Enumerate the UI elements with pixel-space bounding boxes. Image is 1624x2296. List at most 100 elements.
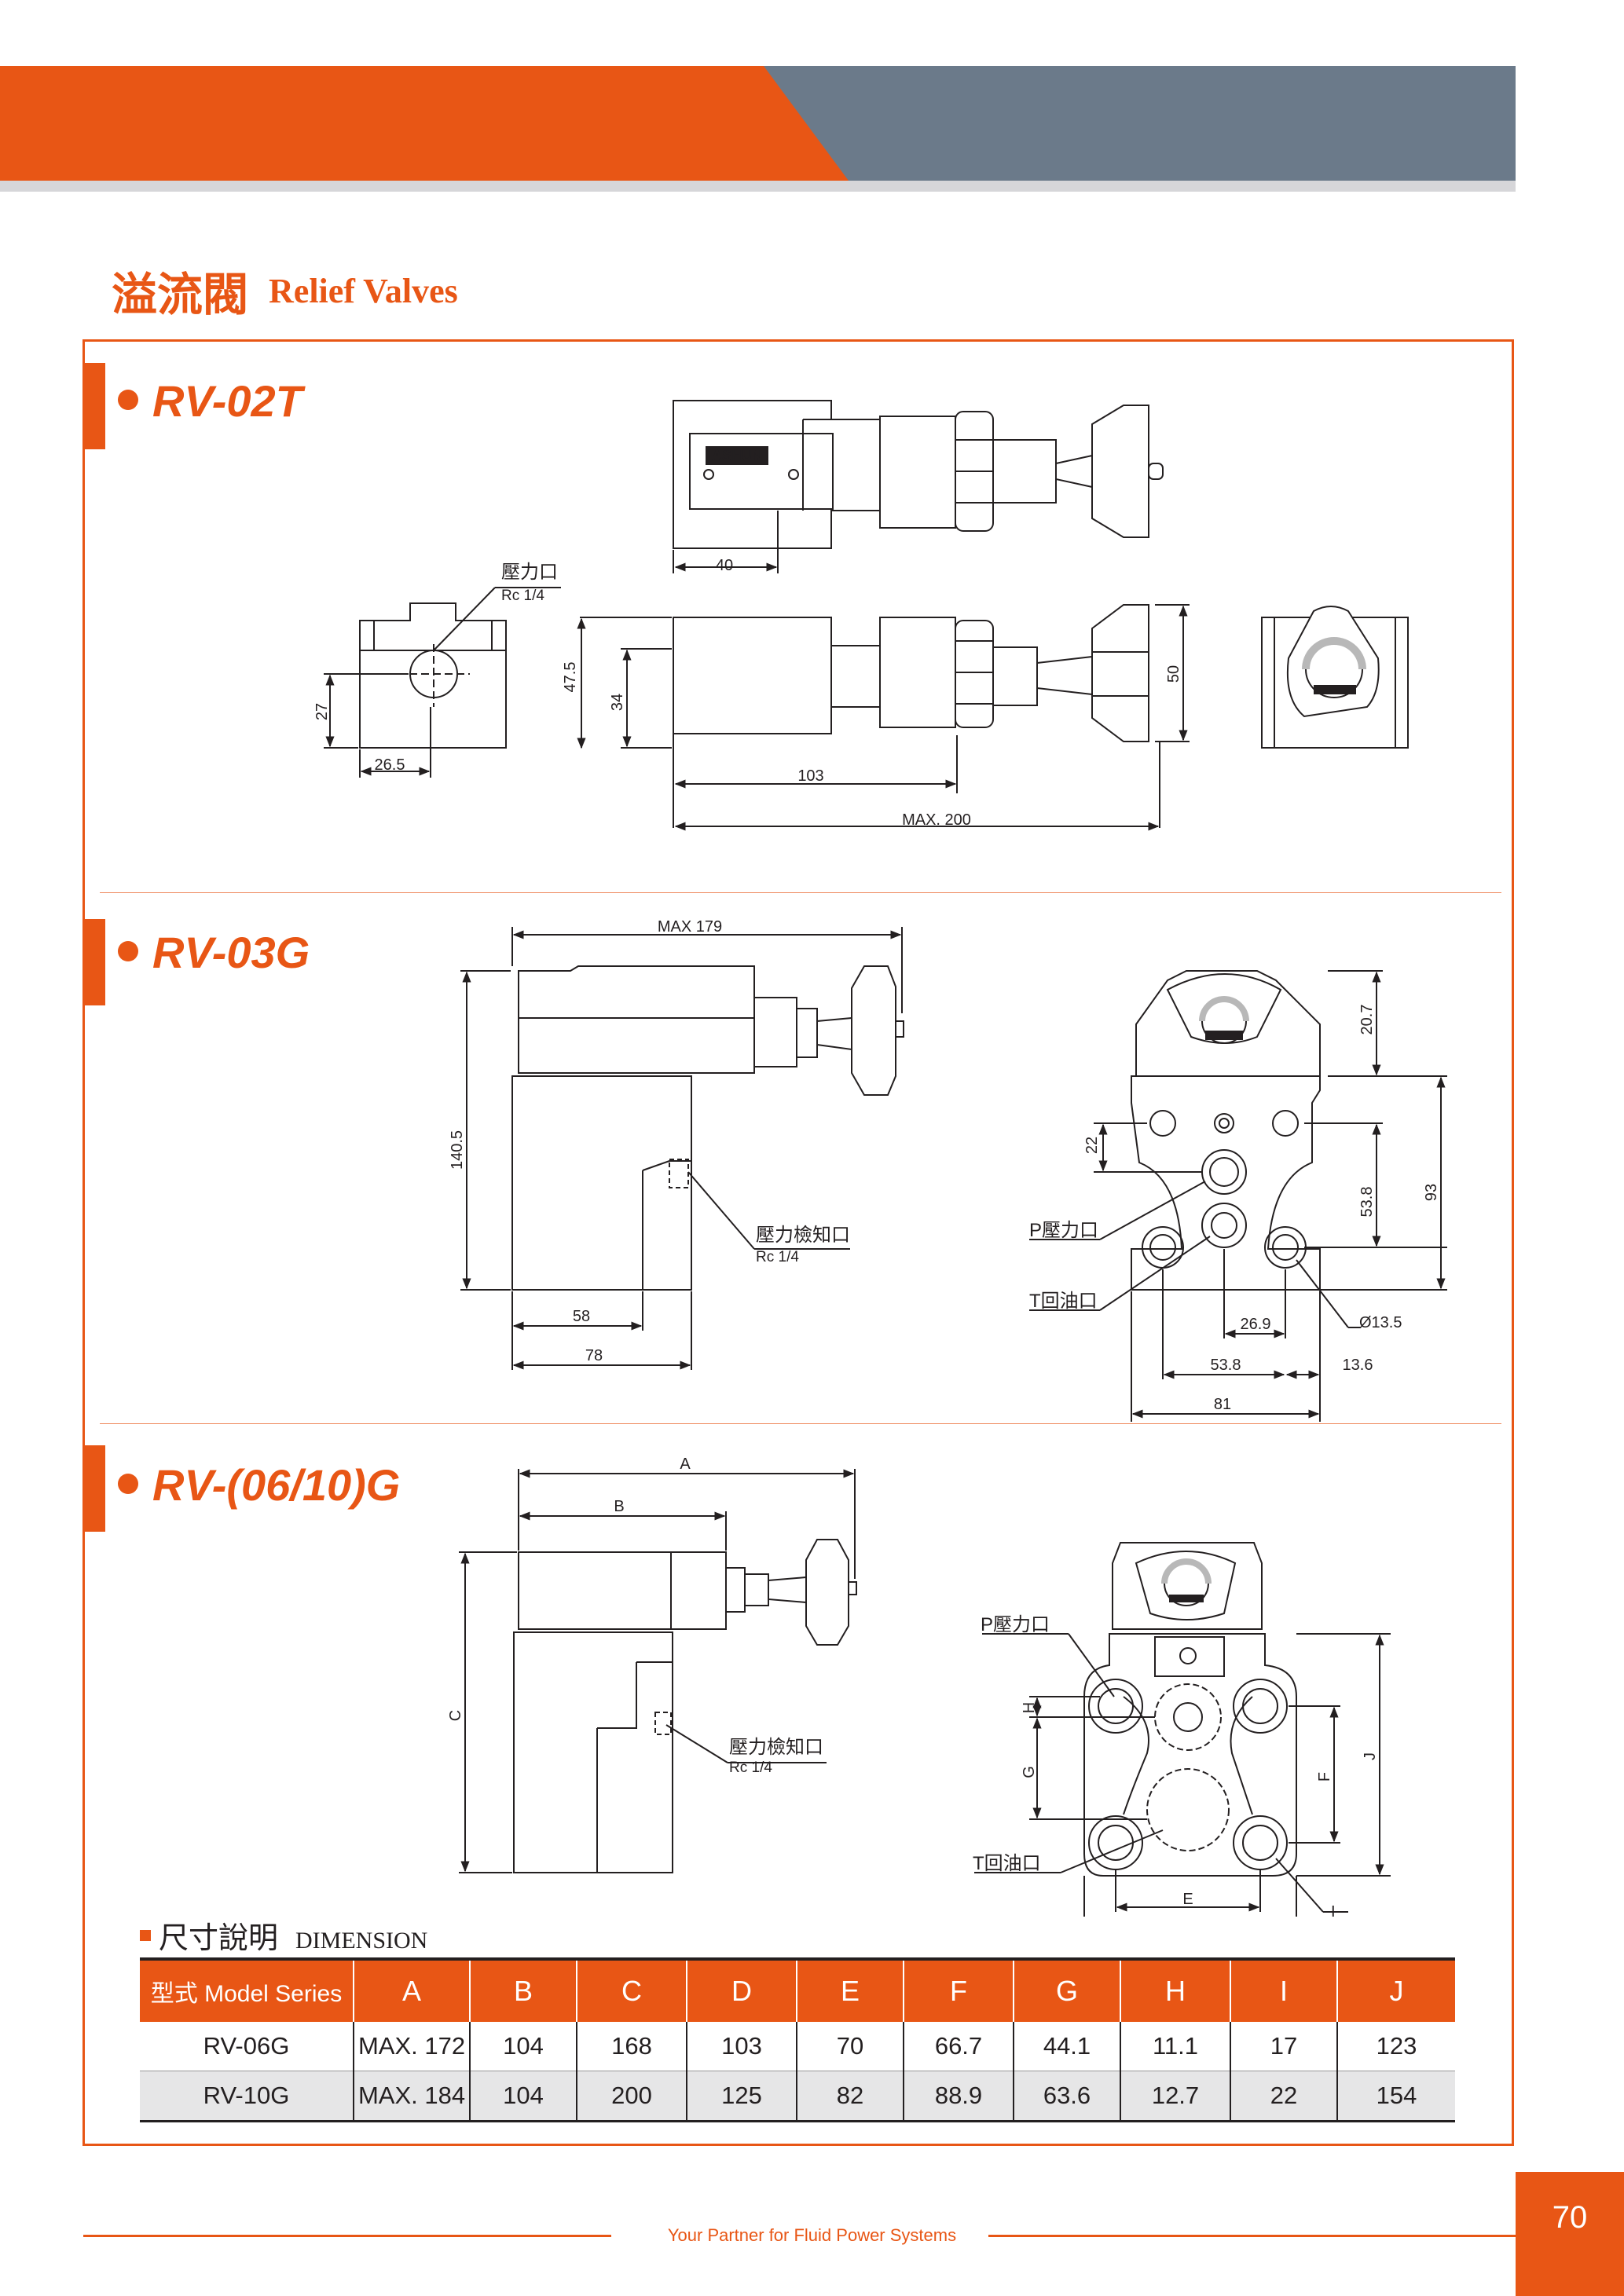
section-tab xyxy=(85,363,105,449)
dim-a: A xyxy=(680,1456,691,1473)
page-title: 溢流閥 Relief Valves xyxy=(112,258,458,324)
section-divider xyxy=(100,892,1501,893)
rv03g-drawing: MAX 179 140.5 58 78 壓力檢知口 Rc 1/4 xyxy=(449,918,1447,1422)
page-title-zh: 溢流閥 xyxy=(112,268,249,321)
dim-f: F xyxy=(1316,1772,1333,1782)
front-view-logo xyxy=(1205,1031,1243,1040)
footer-line-right xyxy=(988,2235,1516,2237)
logo-text: ASHUN xyxy=(712,448,762,463)
table-row: RV-10G MAX. 184 104 200 125 82 88.9 63.6… xyxy=(140,2071,1455,2122)
dim-53-8-vertical: 53.8 xyxy=(1358,1187,1376,1218)
page-title-en: Relief Valves xyxy=(269,271,458,310)
dim-26-5: 26.5 xyxy=(375,756,405,774)
rv02t-front-view xyxy=(577,604,1190,831)
bullet-icon xyxy=(118,390,138,411)
header-en: Model Series xyxy=(204,1981,343,2007)
t-port-label: T回油口 xyxy=(1029,1291,1098,1312)
table-cell: 22 xyxy=(1230,2071,1337,2122)
table-cell: 70 xyxy=(796,2022,904,2071)
page-number: 70 xyxy=(1516,2172,1624,2296)
header-band-gray xyxy=(764,66,1516,181)
bullet-icon xyxy=(118,1474,138,1495)
rv0610g-drawing: A B C 壓力檢知口 Rc 1/4 H G F J xyxy=(447,1456,1391,1917)
table-cell: 104 xyxy=(469,2071,577,2122)
section-divider xyxy=(100,1423,1501,1424)
dim-50: 50 xyxy=(1165,665,1182,683)
dimension-table: 型式 Model Series A B C D E F G H I J RV-0… xyxy=(140,1957,1455,2122)
header-col: D xyxy=(686,1957,797,2022)
header-col: C xyxy=(576,1957,687,2022)
dimension-title-en: DIMENSION xyxy=(295,1928,428,1954)
dim-78: 78 xyxy=(585,1347,603,1364)
dimension-title-zh: 尺寸說明 xyxy=(159,1921,279,1955)
table-cell: 200 xyxy=(576,2071,687,2122)
dim-22: 22 xyxy=(1083,1137,1101,1154)
t-port-label: T回油口 xyxy=(973,1853,1041,1874)
end-view-logo xyxy=(1314,685,1356,694)
rv02t-top-logo: ASHUN xyxy=(703,446,799,480)
header-col: I xyxy=(1230,1957,1337,2022)
rv0610g-side-view xyxy=(459,1469,857,1873)
rv03g-side-view xyxy=(460,927,904,1370)
table-cell: 125 xyxy=(686,2071,797,2122)
gauge-port-size: Rc 1/4 xyxy=(729,1760,772,1776)
table-cell: 123 xyxy=(1336,2022,1455,2071)
rv02t-top-view xyxy=(673,400,1164,573)
section-title-rv03g: RV-03G xyxy=(118,927,310,978)
table-cell: MAX. 172 xyxy=(353,2022,470,2071)
dim-g: G xyxy=(1021,1766,1038,1778)
dim-34: 34 xyxy=(609,694,626,711)
model-name: RV-02T xyxy=(152,376,302,426)
dim-20-7: 20.7 xyxy=(1358,1005,1376,1035)
header-col: G xyxy=(1013,1957,1120,2022)
section-title-rv02t: RV-02T xyxy=(118,375,302,427)
header-col: E xyxy=(796,1957,904,2022)
dim-diameter-13-5: Ø13.5 xyxy=(1359,1314,1402,1331)
pressure-port-label: 壓力口 xyxy=(501,562,558,583)
table-cell: 17 xyxy=(1230,2022,1337,2071)
dim-i: I xyxy=(1331,1903,1336,1917)
dim-81: 81 xyxy=(1214,1396,1231,1413)
dim-47-5: 47.5 xyxy=(562,662,579,693)
p-port-label: P壓力口 xyxy=(1029,1220,1098,1241)
dim-max-179: MAX 179 xyxy=(658,918,722,936)
section-title-rv0610g: RV-(06/10)G xyxy=(118,1459,400,1511)
dim-103: 103 xyxy=(797,767,823,785)
pressure-port-size: Rc 1/4 xyxy=(501,588,544,604)
table-cell: 82 xyxy=(796,2071,904,2122)
front-view-logo xyxy=(1169,1595,1204,1602)
dim-53-8-horizontal: 53.8 xyxy=(1211,1357,1241,1374)
table-cell: 63.6 xyxy=(1013,2071,1120,2122)
gauge-port-label: 壓力檢知口 xyxy=(729,1737,823,1758)
table-cell: 154 xyxy=(1336,2071,1455,2122)
table-cell: 11.1 xyxy=(1120,2022,1230,2071)
content-frame xyxy=(82,339,1514,2146)
model-name: RV-03G xyxy=(152,928,310,977)
dim-93: 93 xyxy=(1423,1184,1440,1201)
table-cell: 12.7 xyxy=(1120,2071,1230,2122)
table-row: RV-06G MAX. 172 104 168 103 70 66.7 44.1… xyxy=(140,2022,1455,2071)
dim-e: E xyxy=(1182,1891,1193,1908)
square-bullet-icon xyxy=(140,1929,151,1941)
dim-27: 27 xyxy=(313,703,331,720)
table-cell: 66.7 xyxy=(903,2022,1014,2071)
table-cell: 44.1 xyxy=(1013,2022,1120,2071)
model-name: RV-(06/10)G xyxy=(152,1460,401,1510)
dim-40: 40 xyxy=(716,557,733,574)
footer-tagline: Your Partner for Fluid Power Systems xyxy=(667,2225,957,2245)
gauge-port-size: Rc 1/4 xyxy=(756,1249,799,1265)
header-band-line xyxy=(0,181,1516,192)
p-port-label: P壓力口 xyxy=(981,1614,1050,1635)
dim-h: H xyxy=(1021,1702,1038,1713)
header-col: A xyxy=(353,1957,470,2022)
section-tab xyxy=(85,919,105,1005)
header-band-orange xyxy=(0,66,849,181)
dim-max-200: MAX. 200 xyxy=(902,811,971,829)
dimension-title: 尺寸說明 DIMENSION xyxy=(140,1913,427,1957)
table-cell: 168 xyxy=(576,2022,687,2071)
header-col: J xyxy=(1336,1957,1455,2022)
header-col: B xyxy=(469,1957,577,2022)
dim-140-5: 140.5 xyxy=(449,1130,466,1170)
table-cell: 88.9 xyxy=(903,2071,1014,2122)
dim-13-6: 13.6 xyxy=(1343,1357,1373,1374)
